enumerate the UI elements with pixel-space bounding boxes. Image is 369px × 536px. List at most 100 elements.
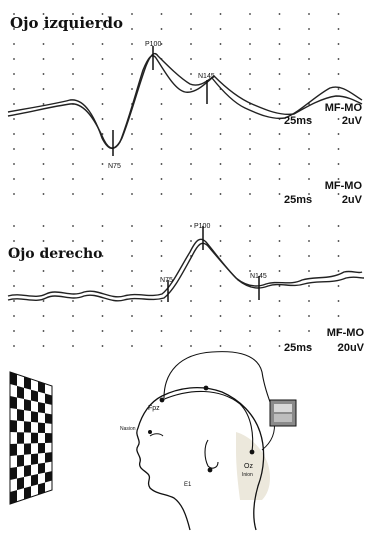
grid-dot — [308, 255, 310, 257]
grid-dot — [278, 178, 281, 180]
grid-dot — [131, 118, 133, 120]
grid-dot — [337, 43, 340, 45]
grid-dot — [72, 148, 74, 150]
grid-dot — [308, 118, 310, 120]
checker-cell — [38, 401, 45, 414]
grid-dot — [190, 178, 192, 180]
grid-dot — [42, 43, 45, 45]
grid-dot — [101, 270, 104, 272]
grid-dot — [278, 73, 281, 75]
grid-dot — [42, 13, 45, 15]
grid-dot — [278, 28, 281, 30]
grid-dot — [219, 255, 222, 257]
grid-dot — [160, 118, 163, 120]
grid-dot — [13, 28, 15, 30]
grid-dot — [308, 163, 310, 165]
grid-dot — [13, 163, 15, 165]
grid-dot — [308, 345, 310, 347]
electrode-cable-loop — [163, 351, 271, 403]
grid-dot — [42, 73, 45, 75]
grid-dot — [42, 315, 45, 317]
grid-dot — [308, 58, 310, 60]
right-scale-label: MF-MO — [327, 327, 365, 339]
grid-dot — [160, 88, 163, 90]
grid-dot — [131, 345, 133, 347]
electrode-label-fpz: Fpz — [148, 405, 160, 412]
grid-dot — [308, 178, 310, 180]
checker-cell — [31, 453, 38, 465]
grid-dot — [219, 270, 222, 272]
electrode-nasion-dot — [148, 430, 152, 434]
checker-cell — [24, 398, 31, 412]
grid-dot — [13, 148, 15, 150]
grid-dot — [278, 163, 281, 165]
grid-dot — [101, 13, 104, 15]
occipital-region — [236, 432, 270, 500]
grid-dot — [278, 285, 281, 287]
grid-dot — [72, 225, 74, 227]
grid-dot — [160, 225, 163, 227]
grid-dot — [219, 330, 222, 332]
grid-dot — [72, 285, 74, 287]
grid-dot — [42, 270, 45, 272]
grid-dot — [337, 28, 340, 30]
grid-dot — [131, 178, 133, 180]
grid-dot — [278, 193, 281, 195]
grid-dot — [101, 58, 104, 60]
grid-dot — [72, 13, 74, 15]
grid-dot — [219, 58, 222, 60]
grid-dot — [219, 178, 222, 180]
electrode-oz-dot — [249, 449, 255, 455]
grid-dot — [131, 43, 133, 45]
grid-dot — [72, 88, 74, 90]
grid-dot — [249, 193, 251, 195]
grid-dot — [72, 73, 74, 75]
grid-dot — [308, 285, 310, 287]
grid-dot — [337, 103, 340, 105]
grid-dot — [131, 285, 133, 287]
grid-dot — [337, 13, 340, 15]
grid-dot — [219, 118, 222, 120]
grid-dot — [249, 148, 251, 150]
grid-dot — [249, 73, 251, 75]
grid-dot — [42, 103, 45, 105]
electrode-label-nasion: Nasion — [120, 426, 136, 432]
left-scale-bottom-label: MF-MO — [325, 180, 363, 192]
grid-dot — [219, 28, 222, 30]
grid-dot — [72, 270, 74, 272]
grid-dot — [278, 43, 281, 45]
grid-dot — [72, 300, 74, 302]
grid-dot — [337, 315, 340, 317]
grid-dot — [13, 178, 15, 180]
grid-dot — [337, 148, 340, 150]
grid-dot — [72, 240, 74, 242]
checker-cell — [10, 372, 17, 386]
grid-dot — [101, 300, 104, 302]
grid-dot — [42, 330, 45, 332]
grid-dot — [249, 118, 251, 120]
grid-dot — [131, 58, 133, 60]
grid-dot — [219, 163, 222, 165]
checker-cell — [17, 409, 24, 422]
grid-dot — [13, 315, 15, 317]
grid-dot — [308, 13, 310, 15]
grid-dot — [249, 88, 251, 90]
electrode-top-dot — [203, 385, 209, 391]
grid-dot — [219, 13, 222, 15]
grid-dot — [190, 148, 192, 150]
checker-cell — [31, 389, 38, 402]
grid-dot — [13, 133, 15, 135]
checker-cell — [45, 393, 52, 405]
grid-dot — [101, 28, 104, 30]
grid-dot — [131, 133, 133, 135]
grid-dot — [337, 73, 340, 75]
grid-dot — [278, 315, 281, 317]
grid-dot — [337, 255, 340, 257]
grid-dot — [249, 300, 251, 302]
grid-dot — [308, 28, 310, 30]
head-diagram — [136, 351, 297, 531]
grid-dot — [278, 103, 281, 105]
checker-cell — [24, 443, 31, 455]
grid-dot — [160, 13, 163, 15]
grid-dot — [190, 270, 192, 272]
